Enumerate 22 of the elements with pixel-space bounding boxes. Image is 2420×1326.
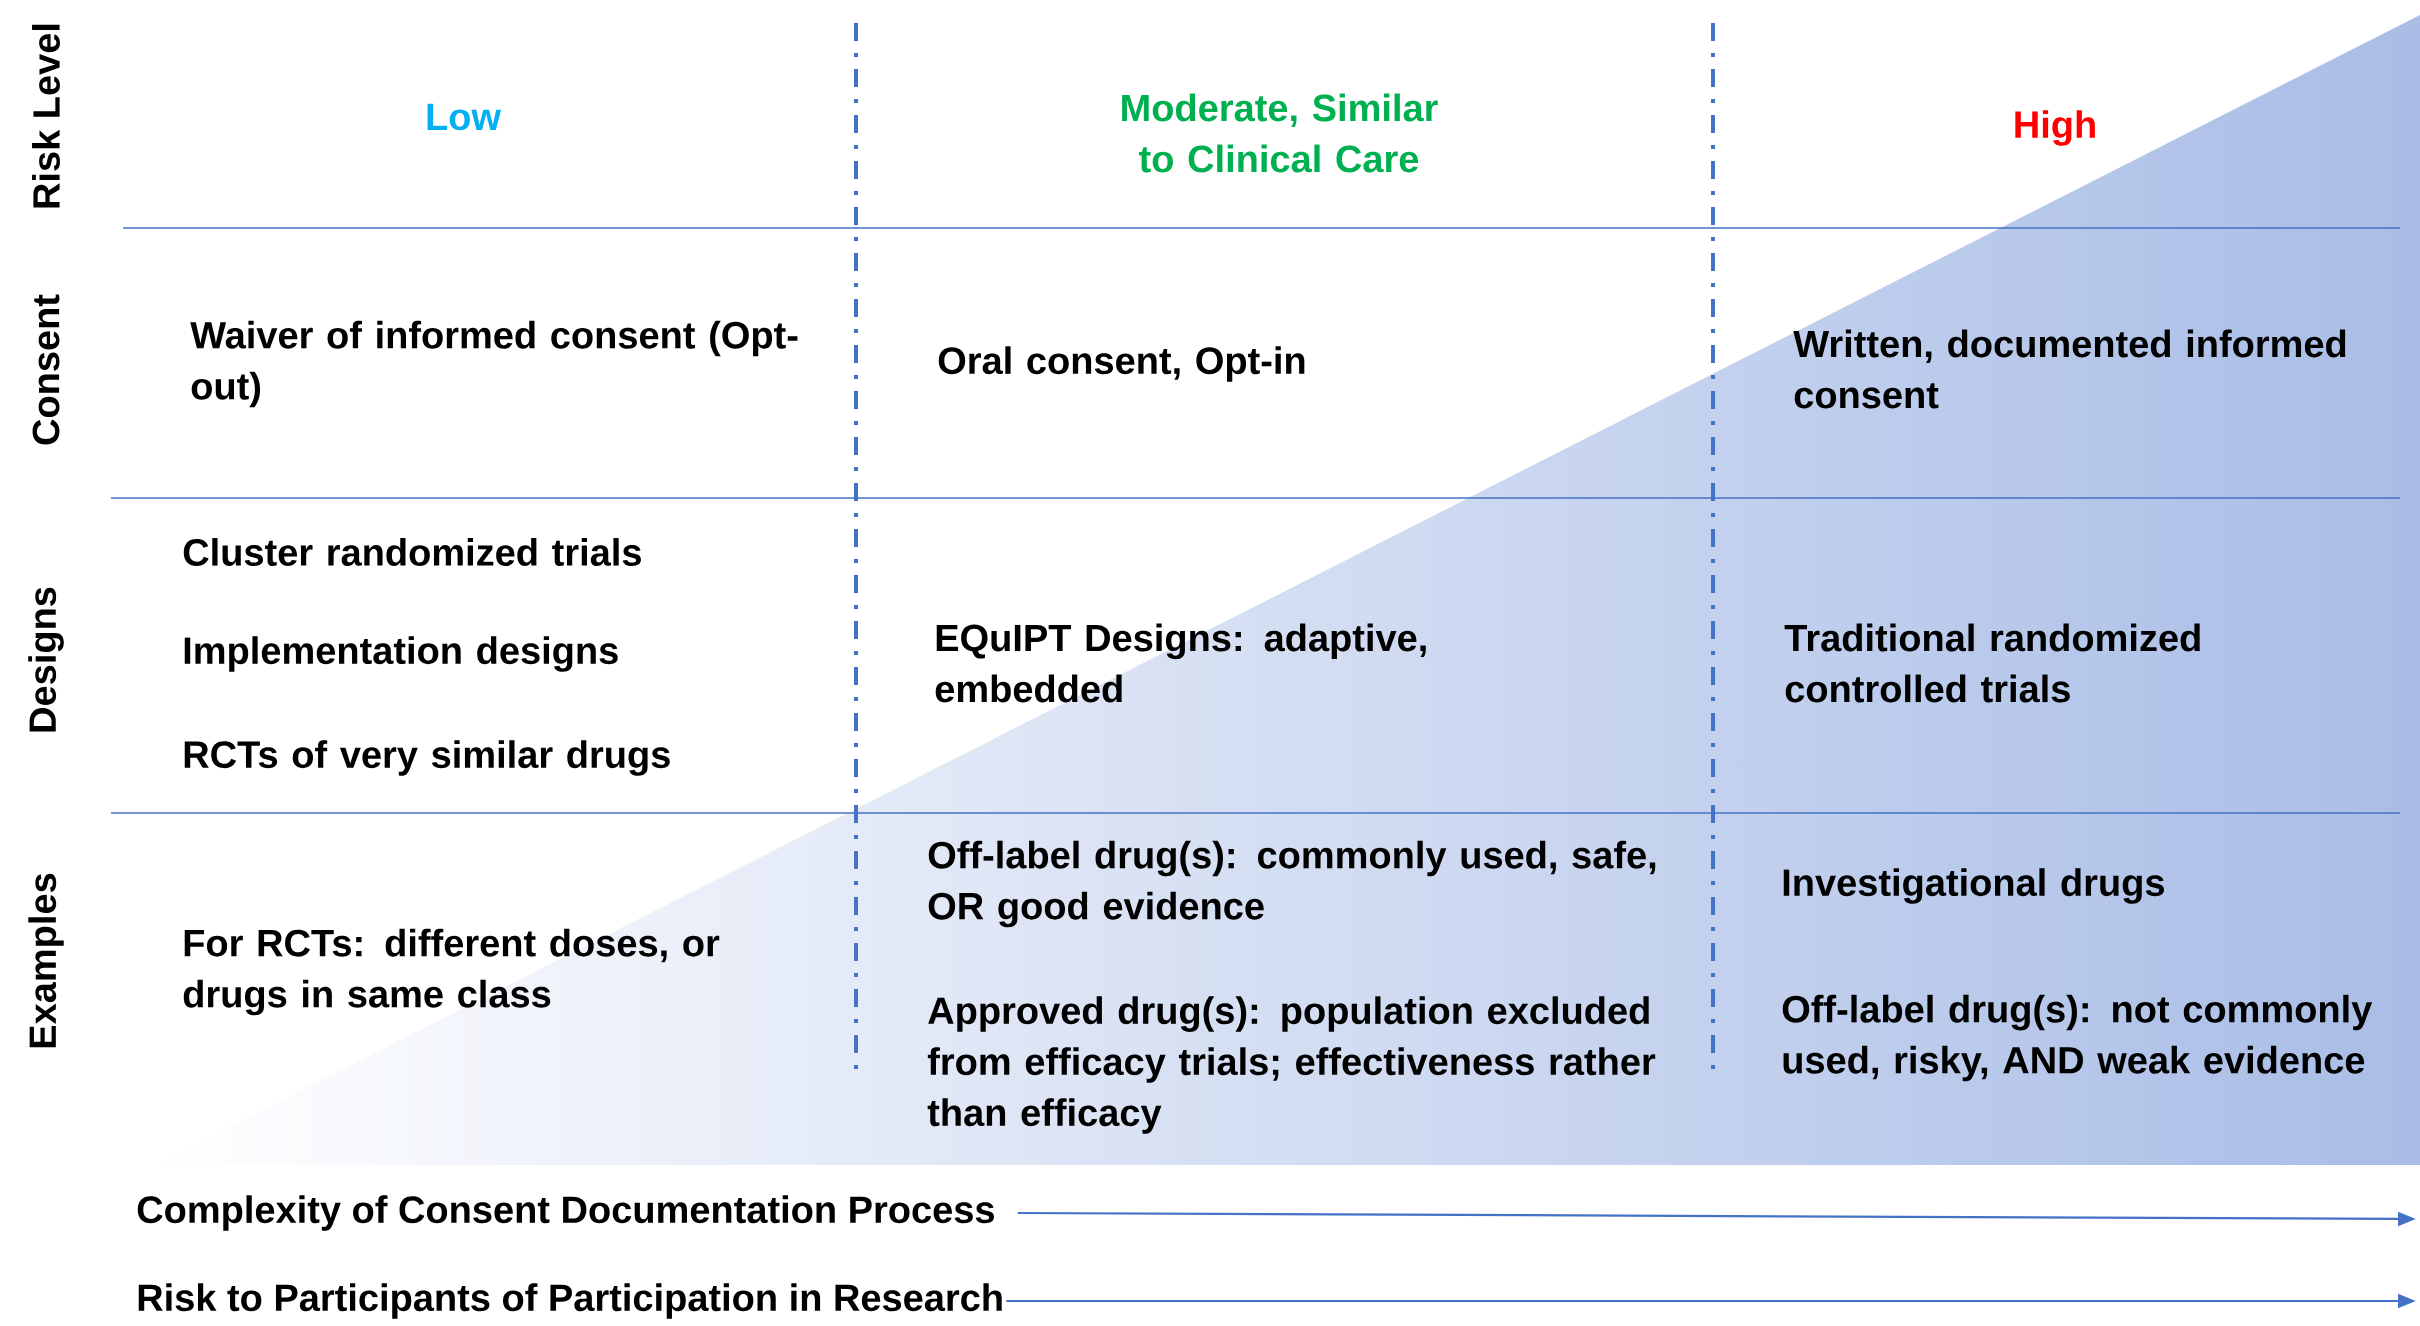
row-header: Designs [28, 587, 64, 732]
cell-text: Off-label drug(s): commonly used, safe, OR good evidence [928, 840, 1656, 928]
cell-text: Waiver of informed consent (Opt-out) [190, 320, 798, 408]
row-header: Examples [28, 873, 64, 1048]
row-header: Consent [32, 294, 60, 445]
column-header: Low [427, 103, 502, 131]
column-header: High [2015, 110, 2095, 146]
cell-text: Written, documented informed consent [1793, 329, 2346, 409]
cell-text: Oral consent, Opt-in [938, 346, 1305, 382]
cell-text: EQuIPT Designs: adaptive, embedded [935, 623, 1426, 703]
column-header: Moderate, Similar to Clinical Care [1122, 93, 1438, 173]
cell-text: Traditional randomized controlled trials [1784, 623, 2200, 703]
cell-text: Approved drug(s): population excluded from efficacy trials; effectiveness rather than efficacy [927, 996, 1656, 1134]
cell-text: Off-label drug(s): not commonly used, risky, AND weak evidence [1782, 994, 2373, 1082]
axis-label: Complexity of Consent Documentation Process [137, 1195, 994, 1231]
axis-label: Risk to Participants of Participation in Research [138, 1283, 1002, 1319]
cell-text: Cluster randomized trials [183, 538, 641, 566]
cell-text: Investigational drugs [1783, 868, 2164, 904]
cell-text: For RCTs: different doses, or drugs in same class [183, 928, 720, 1016]
row-header: Risk Level [32, 24, 60, 208]
cell-text: Implementation designs [184, 636, 618, 672]
cell-text: RCTs of very similar drugs [184, 740, 670, 776]
